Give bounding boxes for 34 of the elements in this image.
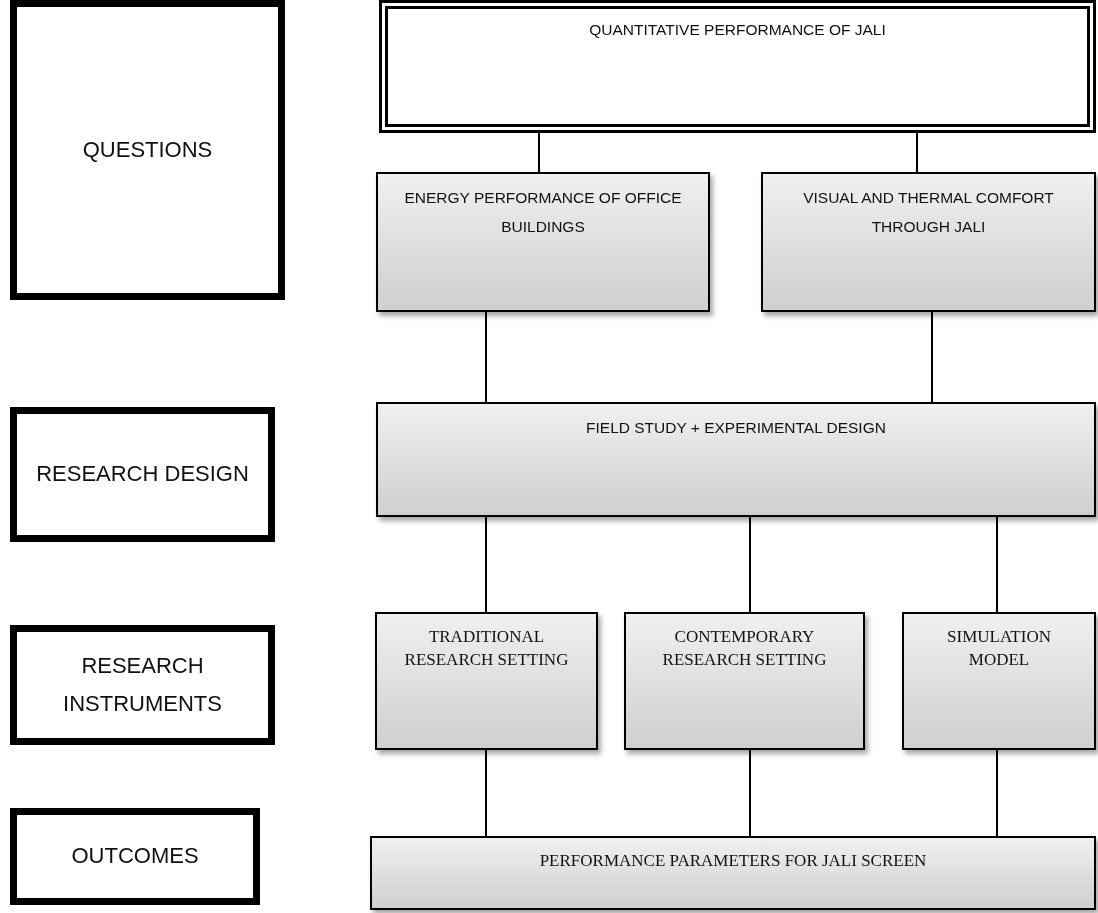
- process-box: [376, 402, 1096, 517]
- box-label: PERFORMANCE PARAMETERS FOR JALI SCREEN: [539, 850, 927, 872]
- box-label: TRADITIONAL RESEARCH SETTING: [403, 626, 570, 671]
- connector-line: [538, 132, 540, 173]
- connector-line: [749, 516, 751, 613]
- process-box: [902, 612, 1096, 750]
- process-box: [761, 172, 1096, 312]
- stage-box: [10, 0, 285, 300]
- process-box: [376, 172, 710, 312]
- connector-line: [485, 516, 487, 613]
- box-label: ENERGY PERFORMANCE OF OFFICE BUILDINGS: [403, 188, 683, 237]
- connector-line: [996, 749, 998, 837]
- box-label: VISUAL AND THERMAL COMFORT THROUGH JALI: [802, 188, 1055, 237]
- box-label: RESEARCH DESIGN: [36, 460, 249, 489]
- box-label: QUESTIONS: [82, 135, 213, 164]
- stage-box: [10, 808, 260, 905]
- box-label: CONTEMPORARY RESEARCH SETTING: [661, 626, 828, 671]
- connector-line: [996, 516, 998, 613]
- box-label: QUANTITATIVE PERFORMANCE OF JALI: [589, 21, 886, 39]
- connector-line: [916, 132, 918, 173]
- box-label: OUTCOMES: [71, 842, 199, 871]
- process-box: [624, 612, 865, 750]
- stage-box: [10, 407, 275, 542]
- heading-box: [379, 0, 1096, 133]
- stage-box: [10, 625, 275, 745]
- connector-line: [485, 311, 487, 403]
- box-label: RESEARCH INSTRUMENTS: [62, 651, 223, 718]
- process-box: [370, 836, 1096, 910]
- connector-line: [749, 749, 751, 837]
- process-box: [375, 612, 598, 750]
- connector-line: [485, 749, 487, 837]
- box-label: FIELD STUDY + EXPERIMENTAL DESIGN: [586, 418, 886, 438]
- connector-line: [931, 311, 933, 403]
- box-label: SIMULATION MODEL: [946, 626, 1052, 671]
